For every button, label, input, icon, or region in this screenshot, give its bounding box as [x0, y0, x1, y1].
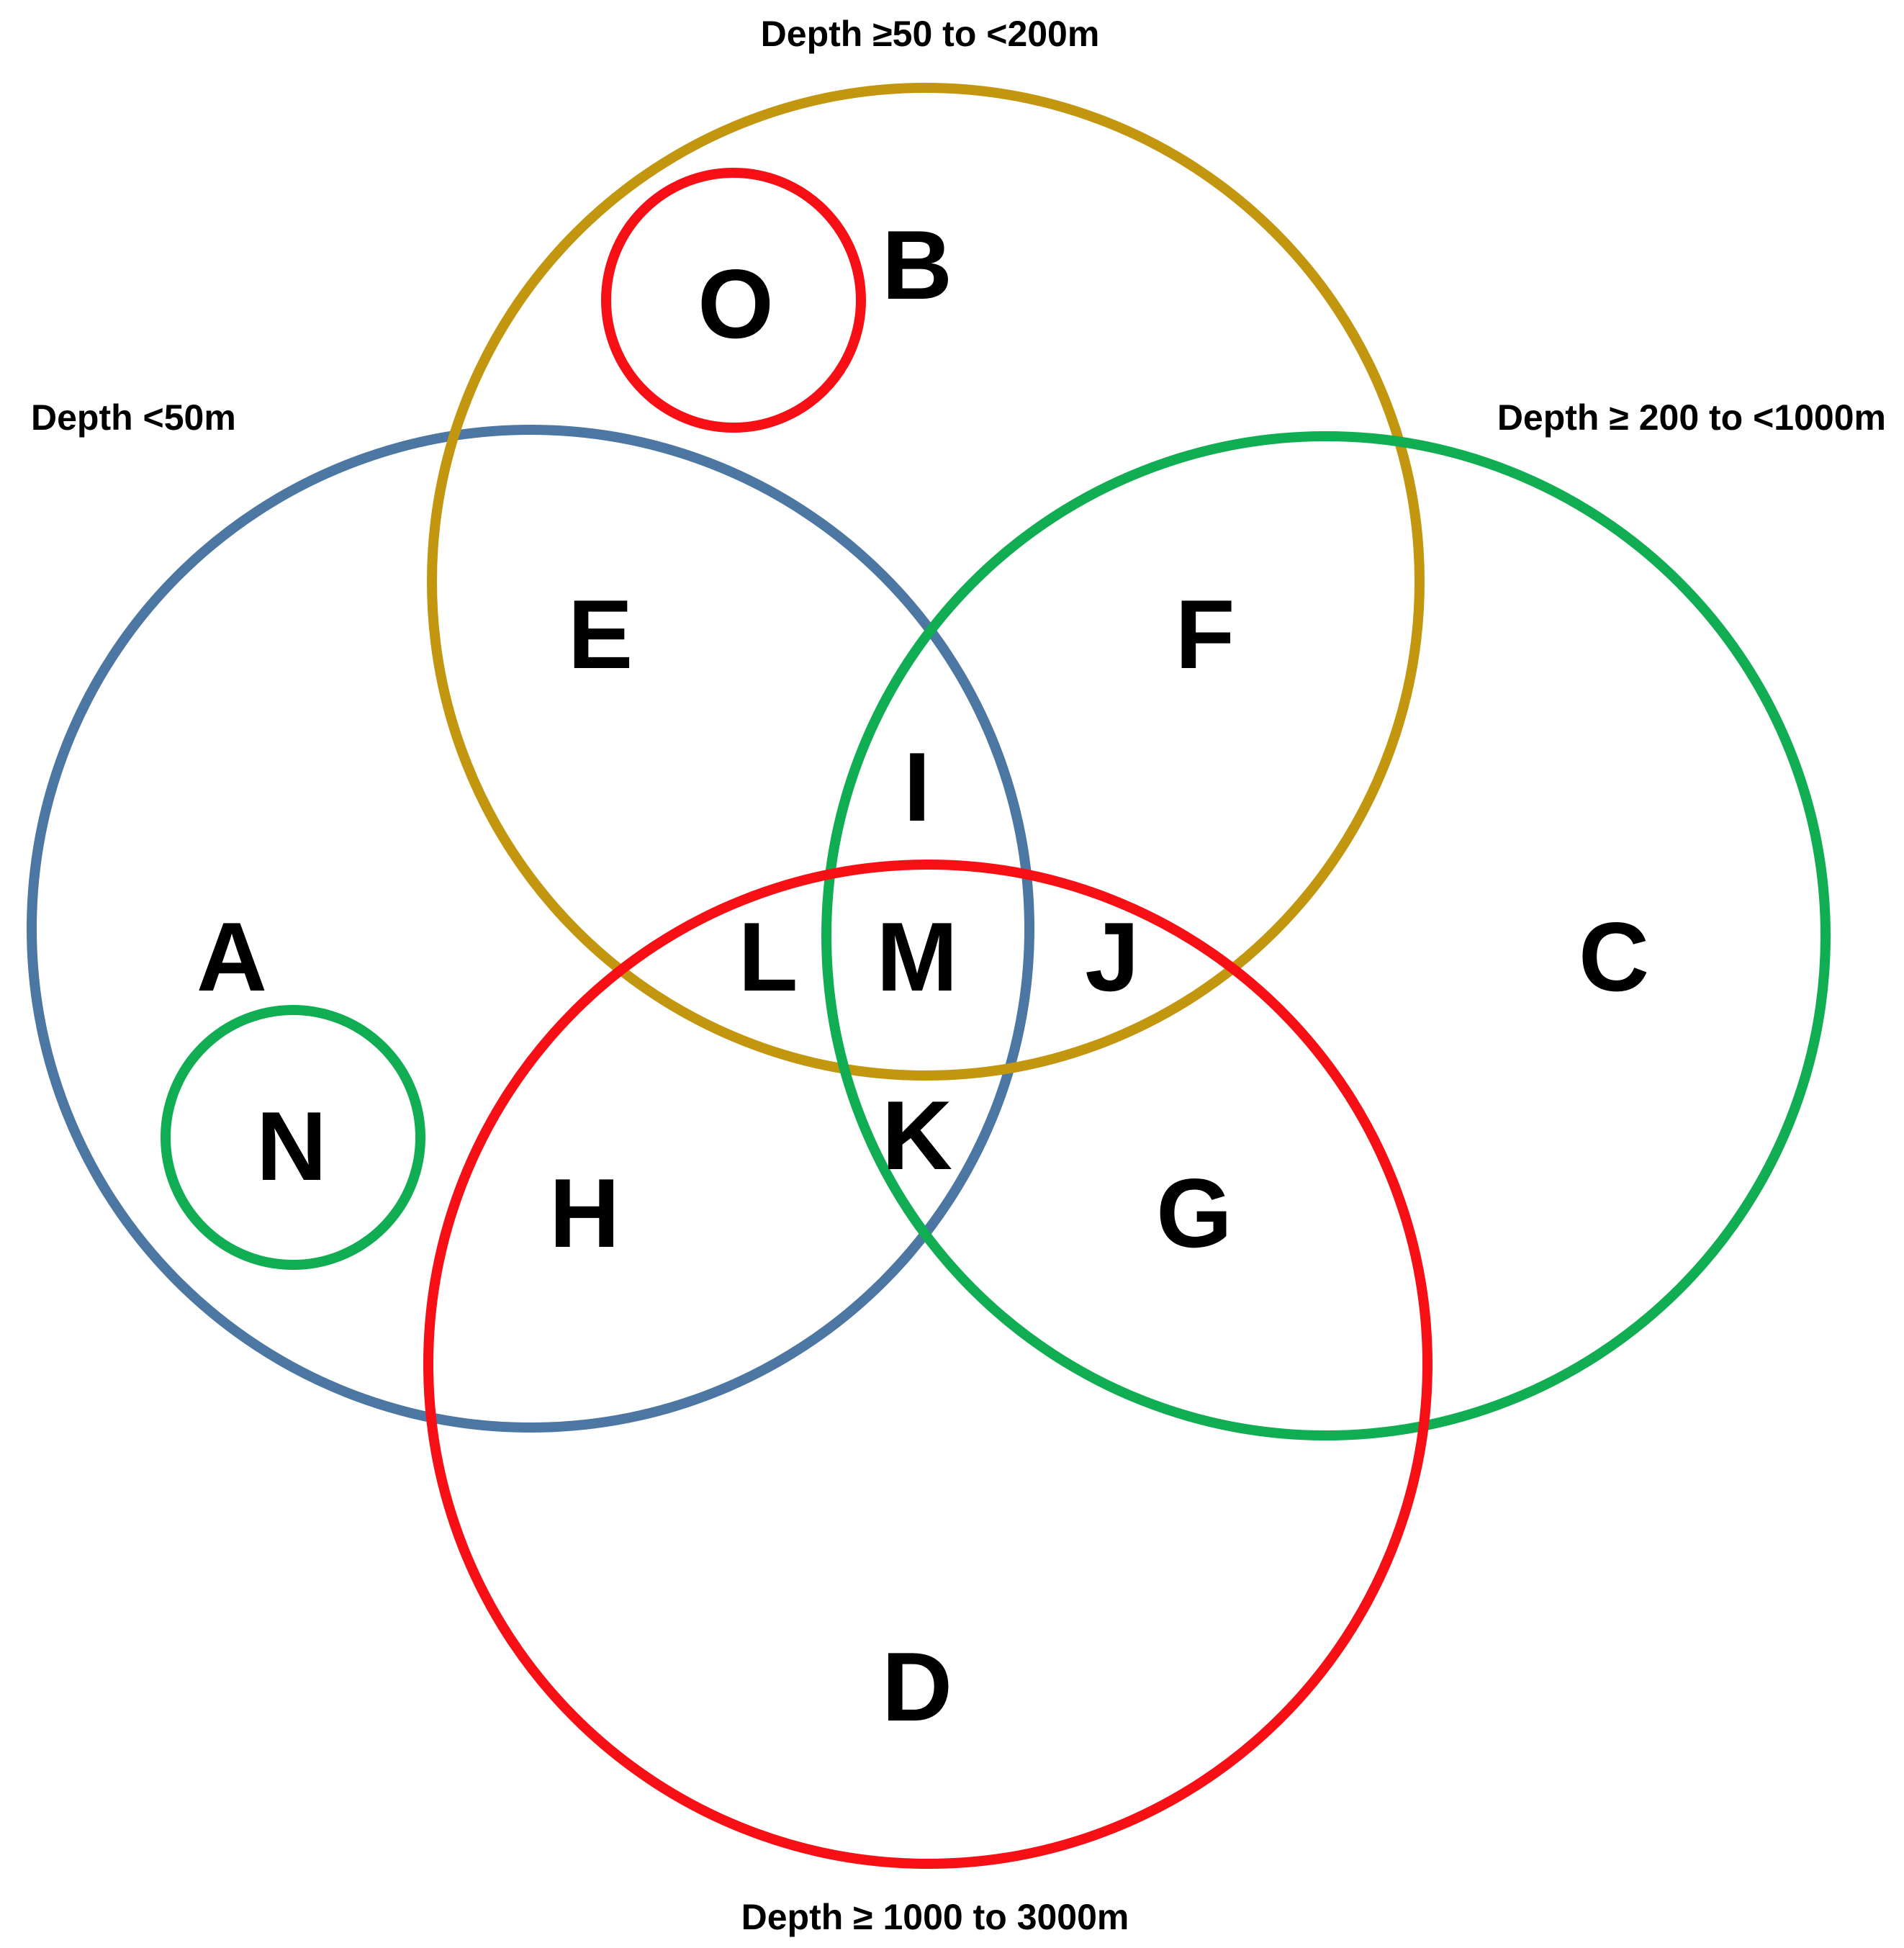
region-label-j: J [1085, 902, 1140, 1011]
circle-small-slope-in-shallow [161, 1005, 425, 1270]
region-label-l: L [738, 902, 798, 1011]
region-label-b: B [882, 210, 952, 320]
region-label-o: O [698, 249, 774, 359]
circle-small-deep-in-shelf [601, 168, 866, 433]
region-label-k: K [882, 1081, 952, 1190]
region-label-e: E [568, 580, 633, 689]
region-label-h: H [549, 1158, 620, 1268]
circle-shallow [27, 425, 1034, 1433]
region-label-f: F [1175, 580, 1235, 689]
region-label-g: G [1156, 1158, 1232, 1268]
region-label-n: N [256, 1091, 327, 1201]
set-label-deep: Depth ≥ 1000 to 3000m [741, 1897, 1129, 1937]
set-label-shelf: Depth ≥50 to <200m [761, 14, 1100, 54]
circle-deep [423, 860, 1432, 1869]
region-label-a: A [197, 902, 267, 1011]
region-label-m: M [876, 902, 957, 1011]
region-label-c: C [1579, 902, 1649, 1011]
region-label-d: D [882, 1632, 952, 1741]
circle-slope [821, 431, 1831, 1440]
circle-shelf [427, 83, 1425, 1081]
set-label-shallow: Depth <50m [31, 397, 236, 438]
region-label-i: I [903, 732, 931, 842]
set-label-slope: Depth ≥ 200 to <1000m [1497, 397, 1886, 438]
